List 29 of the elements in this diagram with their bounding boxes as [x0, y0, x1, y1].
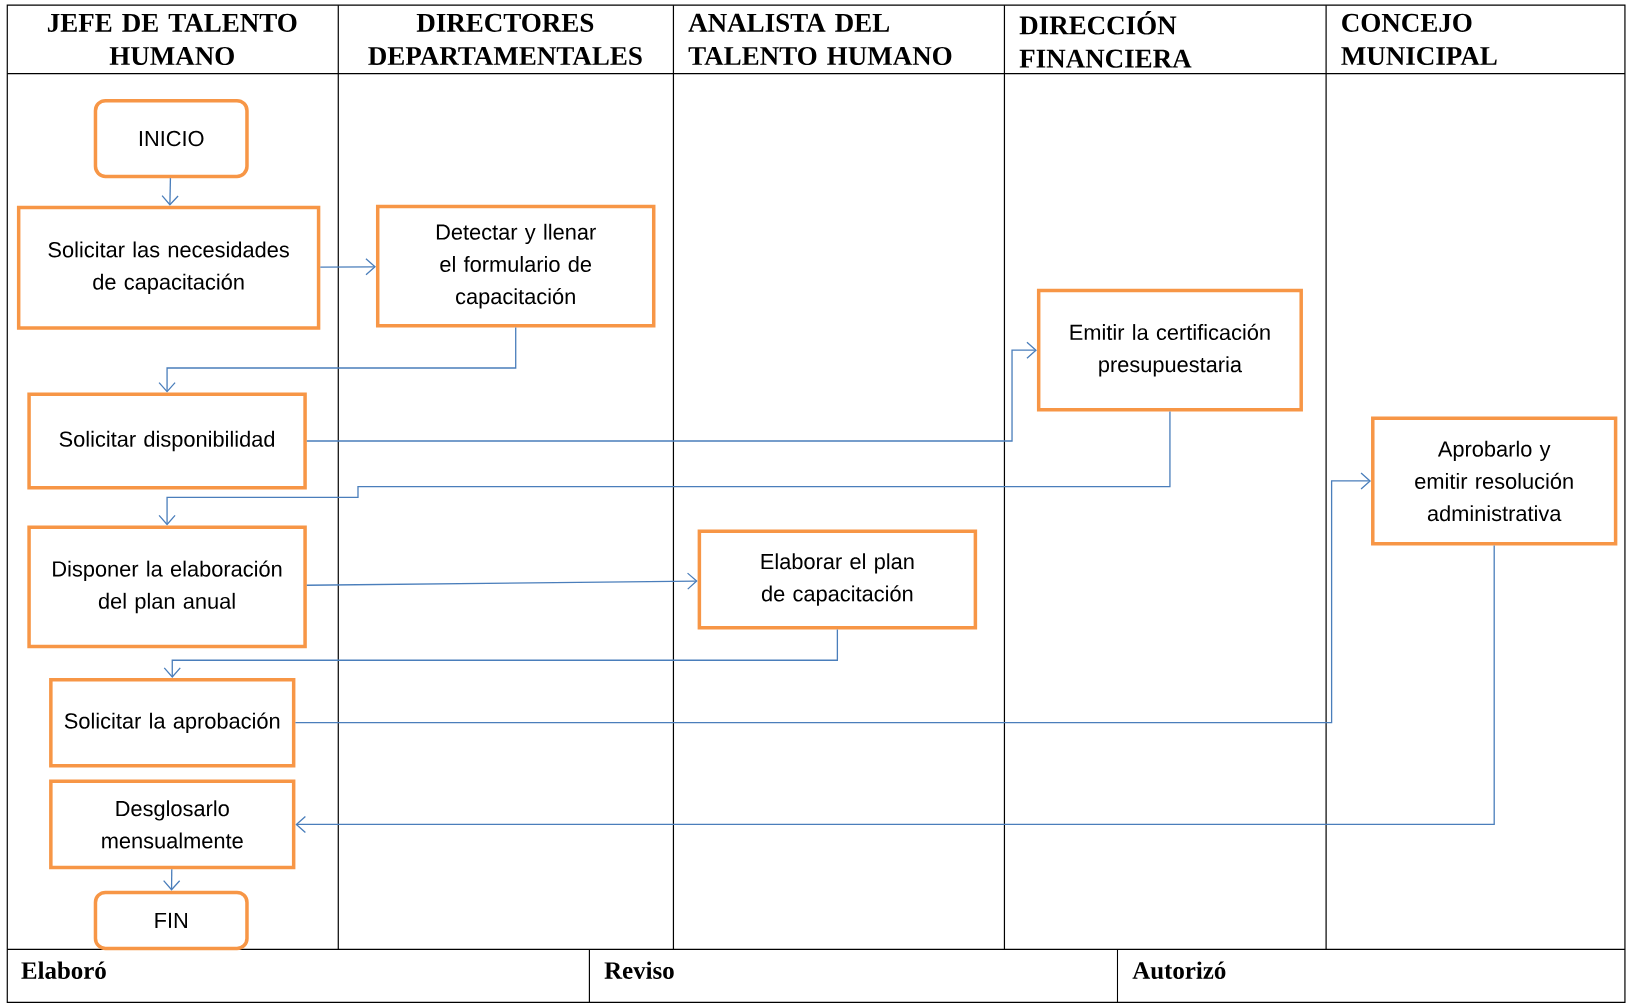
terminal-box: INICIO [93, 98, 249, 178]
arrow [158, 410, 1171, 526]
process-box: Solicitar la aprobación [49, 677, 296, 768]
arrow [161, 177, 179, 206]
column-header: DIRECCIÓN FINANCIERA [1019, 10, 1192, 68]
arrow [163, 628, 839, 678]
signature-label: Elaboró [21, 961, 106, 979]
signature-label: Autorizó [1132, 961, 1226, 979]
column-header: JEFE DE TALENTO HUMANO [47, 13, 297, 65]
arrow [294, 472, 1372, 724]
process-box: Emitir la certificación presupuestaria [1036, 288, 1303, 412]
process-box: Detectar y llenar el formulario de capacitación [375, 204, 656, 328]
column-header: CONCEJO MUNICIPAL [1341, 13, 1497, 65]
arrow [158, 326, 517, 393]
process-box: Desglosarlo mensualmente [49, 779, 296, 869]
process-box: Solicitar las necesidades de capacitación [16, 205, 321, 330]
arrow [295, 544, 1495, 833]
terminal-box: FIN [93, 890, 249, 950]
arrow [319, 258, 376, 276]
arrow [306, 572, 698, 590]
process-box: Solicitar disponibilidad [27, 392, 307, 490]
process-box: Elaborar el plan de capacitación [697, 529, 978, 630]
column-header: ANALISTA DEL TALENTO HUMANO [688, 13, 952, 65]
process-box: Disponer la elaboración del plan anual [27, 525, 307, 648]
arrow [306, 341, 1037, 442]
process-box: Aprobarlo y emitir resolución administrativa [1371, 416, 1618, 546]
arrow [163, 868, 181, 891]
column-header: DIRECTORES DEPARTAMENTALES [368, 13, 642, 65]
signature-label: Reviso [604, 961, 674, 979]
